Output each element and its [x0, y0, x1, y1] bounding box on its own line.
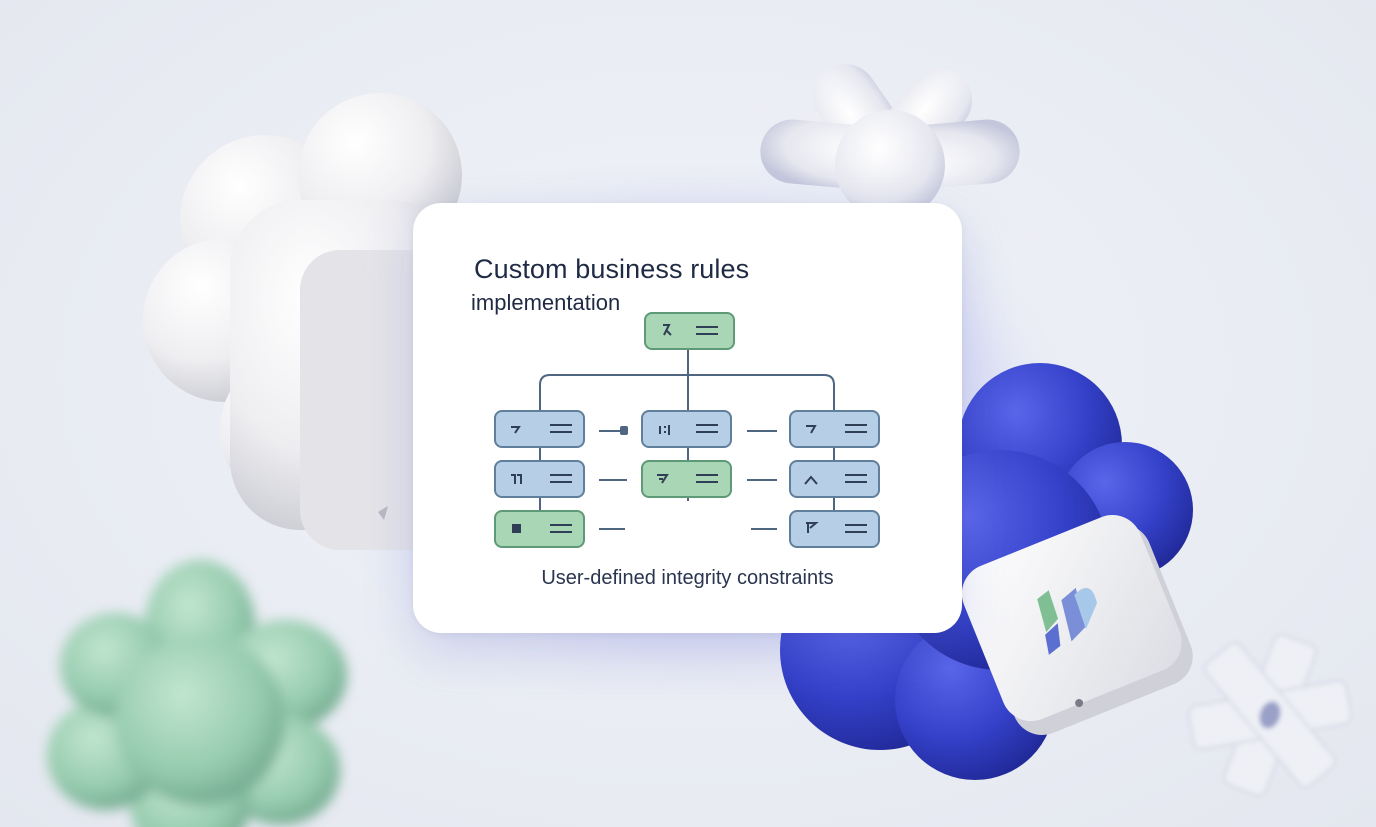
tree-node-right-3	[789, 510, 880, 548]
tree-node-center-1	[641, 410, 732, 448]
card-caption: User-defined integrity constraints	[541, 567, 834, 589]
tree-node-right-1	[789, 410, 880, 448]
white-snowflake-shape	[1187, 633, 1353, 797]
white-cloud-shape	[143, 93, 462, 550]
tree-node-root	[644, 312, 735, 350]
tree-node-center-2	[641, 460, 732, 498]
white-asterisk-shape	[760, 64, 1020, 220]
tree-diagram-icon	[494, 312, 880, 548]
feature-card: Custom business rules implementation	[413, 203, 962, 633]
tree-node-left-1	[494, 410, 585, 448]
tree-node-left-2	[494, 460, 585, 498]
tree-node-left-3	[494, 510, 585, 548]
green-flower-shape	[47, 560, 347, 827]
logo-tile-icon	[961, 515, 1193, 735]
tree-node-right-2	[789, 460, 880, 498]
card-title: Custom business rules	[474, 254, 750, 284]
card-subtitle: implementation	[471, 290, 621, 315]
